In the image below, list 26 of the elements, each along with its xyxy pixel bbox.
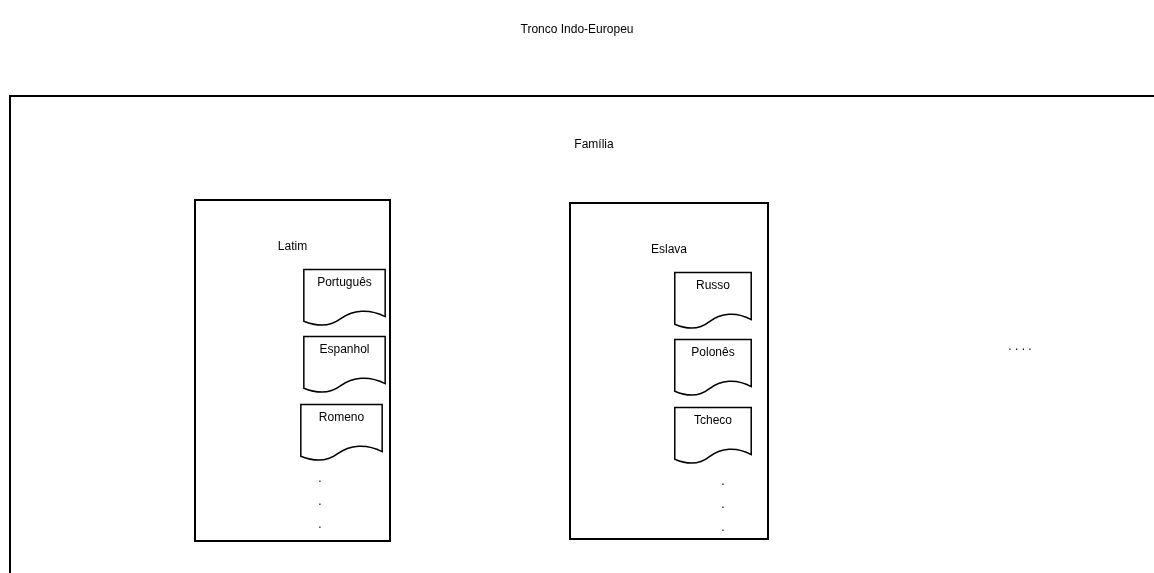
document-shape	[674, 272, 752, 330]
ellipsis-dots: .	[721, 498, 725, 510]
diagram-title: Tronco Indo-Europeu	[520, 21, 634, 38]
document-label: Tcheco	[694, 413, 732, 428]
document-shape	[674, 339, 752, 397]
ellipsis-dots: .	[318, 518, 322, 530]
group-box	[569, 202, 769, 540]
ellipsis-dots: .	[318, 472, 322, 484]
group-box	[194, 199, 391, 542]
group-heading: Família	[574, 137, 614, 152]
document-shape	[303, 269, 386, 327]
document-shape	[300, 404, 383, 462]
document-shape	[303, 336, 386, 394]
ellipsis-dots: .	[721, 475, 725, 487]
document-label: Português	[317, 275, 372, 290]
group-heading: Eslava	[651, 242, 687, 257]
document-label: Romeno	[318, 410, 365, 425]
ellipsis-dots: .	[721, 521, 725, 533]
document-label: Russo	[696, 278, 730, 293]
ellipsis-dots: .	[318, 495, 322, 507]
group-box	[9, 95, 1154, 573]
ellipsis-dots: . . . .	[1008, 340, 1032, 352]
document-label: Espanhol	[319, 342, 370, 357]
document-shape	[674, 407, 752, 465]
group-heading: Latim	[277, 239, 308, 254]
document-label: Polonês	[691, 345, 735, 360]
